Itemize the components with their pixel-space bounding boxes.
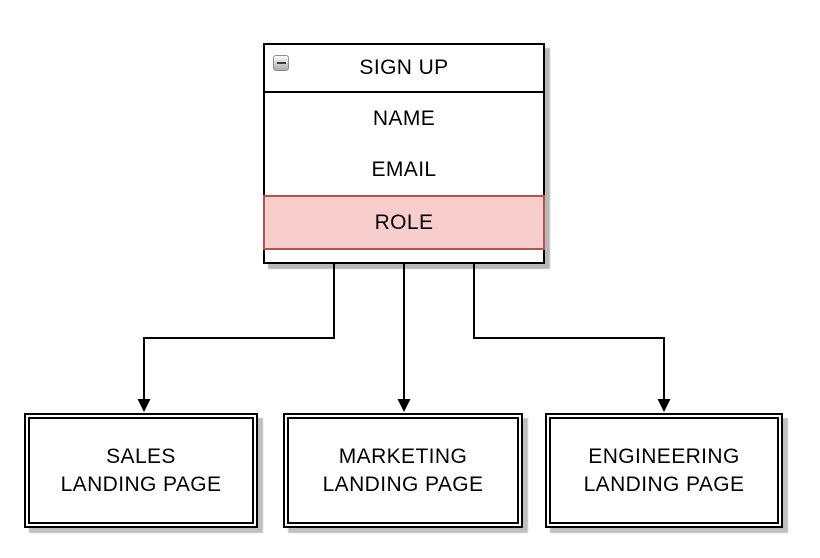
signup-title: SIGN UP bbox=[359, 56, 449, 79]
landing-page-node-marketing[interactable]: MARKETING LANDING PAGE bbox=[283, 413, 523, 528]
arrowhead-marketing bbox=[397, 399, 411, 412]
landing-page-inner-border: MARKETING LANDING PAGE bbox=[287, 417, 519, 524]
minus-icon bbox=[276, 62, 286, 64]
landing-page-label: SALES LANDING PAGE bbox=[61, 443, 222, 499]
arrowhead-sales bbox=[137, 399, 151, 412]
signup-table-node[interactable]: SIGN UP NAME EMAIL ROLE bbox=[263, 43, 545, 264]
landing-page-label: ENGINEERING LANDING PAGE bbox=[584, 443, 745, 499]
collapse-toggle-button[interactable] bbox=[273, 55, 289, 71]
signup-footer-spacer bbox=[265, 250, 543, 262]
landing-page-inner-border: SALES LANDING PAGE bbox=[28, 417, 254, 524]
landing-page-line1: SALES bbox=[106, 444, 176, 468]
landing-page-line1: ENGINEERING bbox=[588, 444, 740, 468]
landing-page-line1: MARKETING bbox=[338, 444, 468, 468]
landing-page-inner-border: ENGINEERING LANDING PAGE bbox=[549, 417, 779, 524]
landing-page-line2: LANDING PAGE bbox=[583, 472, 745, 496]
landing-page-line2: LANDING PAGE bbox=[60, 472, 222, 496]
edge-signup-to-sales[interactable] bbox=[143, 263, 335, 400]
arrowhead-engineering bbox=[657, 399, 671, 412]
signup-header[interactable]: SIGN UP bbox=[265, 45, 543, 93]
landing-page-line2: LANDING PAGE bbox=[322, 472, 484, 496]
landing-page-label: MARKETING LANDING PAGE bbox=[323, 443, 484, 499]
field-row-name[interactable]: NAME bbox=[372, 107, 436, 130]
field-row-role[interactable]: ROLE bbox=[263, 195, 545, 250]
landing-page-node-engineering[interactable]: ENGINEERING LANDING PAGE bbox=[545, 413, 783, 528]
landing-page-node-sales[interactable]: SALES LANDING PAGE bbox=[24, 413, 258, 528]
field-row-email[interactable]: EMAIL bbox=[371, 158, 437, 181]
edge-signup-to-engineering[interactable] bbox=[473, 263, 665, 400]
